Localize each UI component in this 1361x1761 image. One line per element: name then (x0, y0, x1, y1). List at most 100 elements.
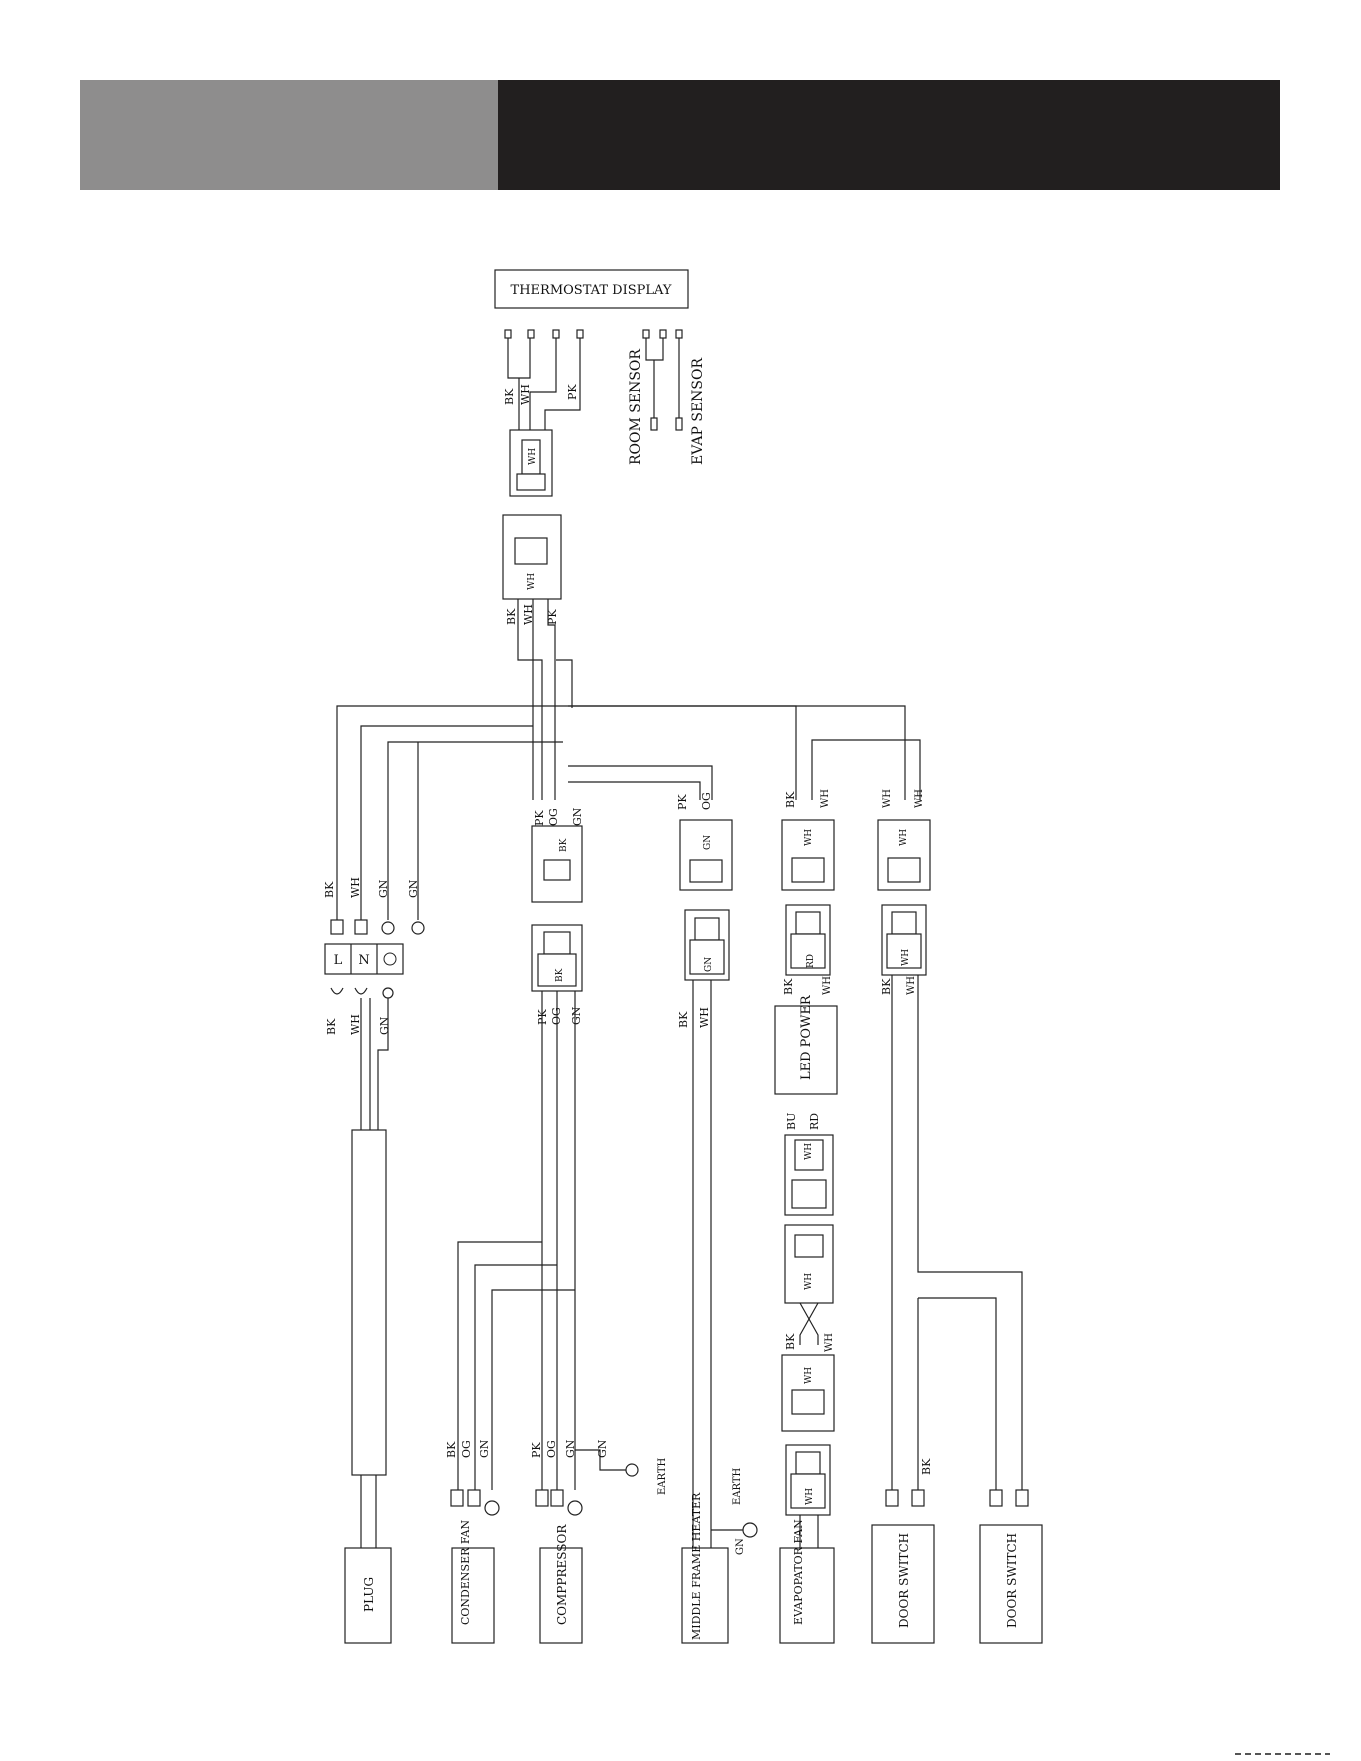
led-power-box (774, 1005, 838, 1095)
door-switch-wires (885, 975, 1029, 1507)
plug-lugs-bottom (330, 987, 394, 999)
plug-cord (351, 998, 389, 1548)
compressor-label: COMPPRESSOR (555, 1524, 569, 1625)
evap-bk-mid: BK (784, 1333, 797, 1350)
mfh-conn2-gn: GN (704, 957, 714, 972)
terminal-N: N (358, 953, 369, 968)
ds-conn-wh: WH (899, 829, 909, 846)
comp-pk: PK (530, 1442, 543, 1458)
ds-wh2-top: WH (914, 789, 925, 808)
evap-conn-c-wh: WH (804, 1367, 814, 1384)
compressor-box (539, 1547, 583, 1644)
evap-sensor-probe (675, 417, 683, 431)
condenser-fan-label: CONDENSER FAN (459, 1520, 472, 1625)
condenser-fan-box (451, 1547, 495, 1644)
harness-bk-label: BK (505, 608, 518, 625)
door-switch-2-box (979, 1524, 1043, 1644)
terminal-block (324, 943, 404, 975)
heater-earth-label: EARTH (732, 1467, 743, 1505)
evaporator-fan-label: EVAPOPATOR FAN (792, 1519, 805, 1625)
display-wire-wh-label: WH (519, 384, 532, 405)
evap-wh-mid: WH (824, 1333, 835, 1352)
harness-wh-label: WH (522, 604, 535, 625)
cf-gn: GN (478, 1439, 491, 1458)
heater-connector-male (684, 909, 730, 981)
door-switch-1-label: DOOR SWITCH (897, 1533, 911, 1628)
plug-box (344, 1547, 392, 1644)
terminal-lugs-top (330, 800, 425, 935)
display-connector-top-wh: WH (528, 448, 538, 465)
evap-connector-d (785, 1444, 831, 1516)
door-connector-female (877, 819, 931, 891)
condenser-fan-lugs (450, 1489, 500, 1516)
plug-term-gn1: GN (377, 879, 390, 898)
plug-gn: GN (378, 1016, 391, 1035)
display-connector-bottom-wh: WH (527, 573, 537, 590)
middle-frame-heater-label: MIDDLE FRAME HEATER (690, 1492, 703, 1640)
comp-conn2-bk: BK (555, 968, 565, 982)
comp-gn: GN (564, 1439, 577, 1458)
evaporator-fan-box (779, 1547, 835, 1644)
mfh-wh: WH (698, 1007, 711, 1028)
led-out-rd: RD (808, 1113, 821, 1130)
led-power-label: LED POWER (799, 994, 814, 1080)
led-in-wh: WH (822, 976, 833, 995)
display-pins (504, 329, 683, 339)
thermostat-display-box (494, 269, 689, 309)
terminal-L: L (334, 953, 343, 968)
led-out-bu: BU (785, 1113, 798, 1130)
evap-conn-d-wh: WH (805, 1488, 815, 1505)
header-band-left (80, 80, 498, 190)
thermostat-display-label: THERMOSTAT DISPLAY (511, 283, 672, 298)
evap-wh-top: WH (820, 789, 831, 808)
harness-pk-label: PK (546, 609, 559, 625)
mfh-og-top: OG (700, 792, 713, 810)
compressor-connector-male (531, 924, 583, 992)
evap-crossover (799, 1302, 819, 1345)
plug-term-bk: BK (323, 881, 336, 898)
compressor-earth-lug (625, 1463, 639, 1477)
ds-wh: WH (906, 976, 917, 995)
led-conn-rd: RD (806, 954, 816, 968)
ds-conn2-wh: WH (901, 949, 911, 966)
led-conn-wh: WH (804, 829, 814, 846)
ds-bk-bottom: BK (920, 1458, 933, 1475)
display-connector-top (509, 429, 553, 497)
ds-bk: BK (880, 978, 893, 995)
plug-term-wh: WH (349, 877, 362, 898)
display-wire-pk-label: PK (566, 384, 579, 400)
compressor-lugs (535, 1489, 583, 1516)
mfh-pk-top: PK (676, 794, 689, 810)
evap-connector-c (781, 1354, 835, 1432)
main-harness (336, 599, 921, 800)
door-switch-1-box (871, 1524, 935, 1644)
comp-gn-mid: GN (570, 1006, 583, 1025)
comp-pk-top: PK (533, 810, 546, 826)
heater-earth-gn: GN (735, 1538, 746, 1555)
plug-term-gn2: GN (407, 879, 420, 898)
led-connector-male (785, 904, 831, 976)
evap-conn-b-wh: WH (804, 1273, 814, 1290)
display-wire-bk-label: BK (503, 388, 516, 405)
evap-connector-a (784, 1134, 834, 1216)
room-sensor-label: ROOM SENSOR (628, 349, 644, 465)
comp-conn-bk: BK (559, 838, 569, 852)
evap-connector-b (784, 1224, 834, 1304)
door-connector-male (881, 904, 927, 976)
door-switch-2-label: DOOR SWITCH (1005, 1533, 1019, 1628)
ds-wh1-top: WH (882, 789, 893, 808)
comp-gn-top: GN (571, 807, 584, 826)
heater-connector-female (679, 819, 733, 891)
led-connector-female (781, 819, 835, 891)
mfh-conn-gn: GN (703, 835, 713, 850)
mfh-bk: BK (677, 1011, 690, 1028)
comp-earth-gn: GN (596, 1439, 609, 1458)
cf-og: OG (460, 1440, 473, 1458)
evap-sensor-label: EVAP SENSOR (690, 358, 706, 465)
display-wires (507, 338, 680, 430)
middle-frame-heater-box (681, 1547, 729, 1644)
cf-bk: BK (445, 1441, 458, 1458)
display-connector-bottom (502, 514, 562, 600)
compressor-earth-label: EARTH (657, 1457, 668, 1495)
